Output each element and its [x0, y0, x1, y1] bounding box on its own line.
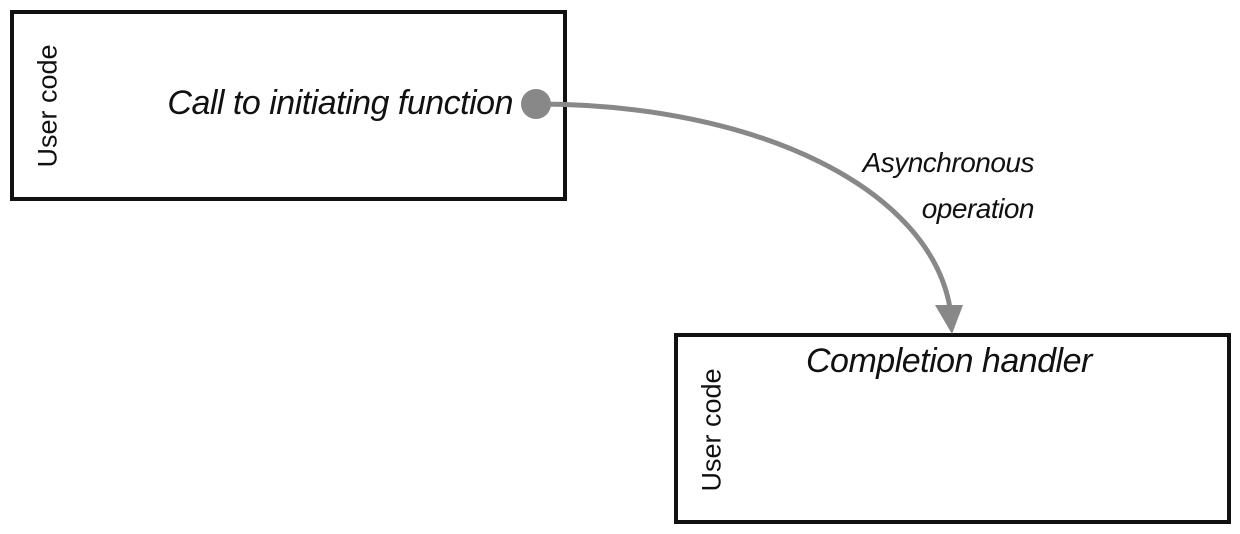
- call-origin-dot-icon: [521, 89, 551, 119]
- completion-handler-label: Completion handler: [806, 342, 1092, 380]
- user-code-box-completion: [674, 333, 1231, 524]
- arrowhead-icon: [935, 305, 963, 334]
- async-operation-label: Asynchronous operation: [862, 140, 1035, 232]
- initiating-function-call-label: Call to initiating function: [167, 84, 513, 122]
- async-label-line1: Asynchronous: [862, 147, 1035, 178]
- async-label-line2: operation: [921, 193, 1035, 224]
- user-code-box-initiating: [10, 10, 567, 201]
- async-operation-arrow-curve: [535, 101, 953, 309]
